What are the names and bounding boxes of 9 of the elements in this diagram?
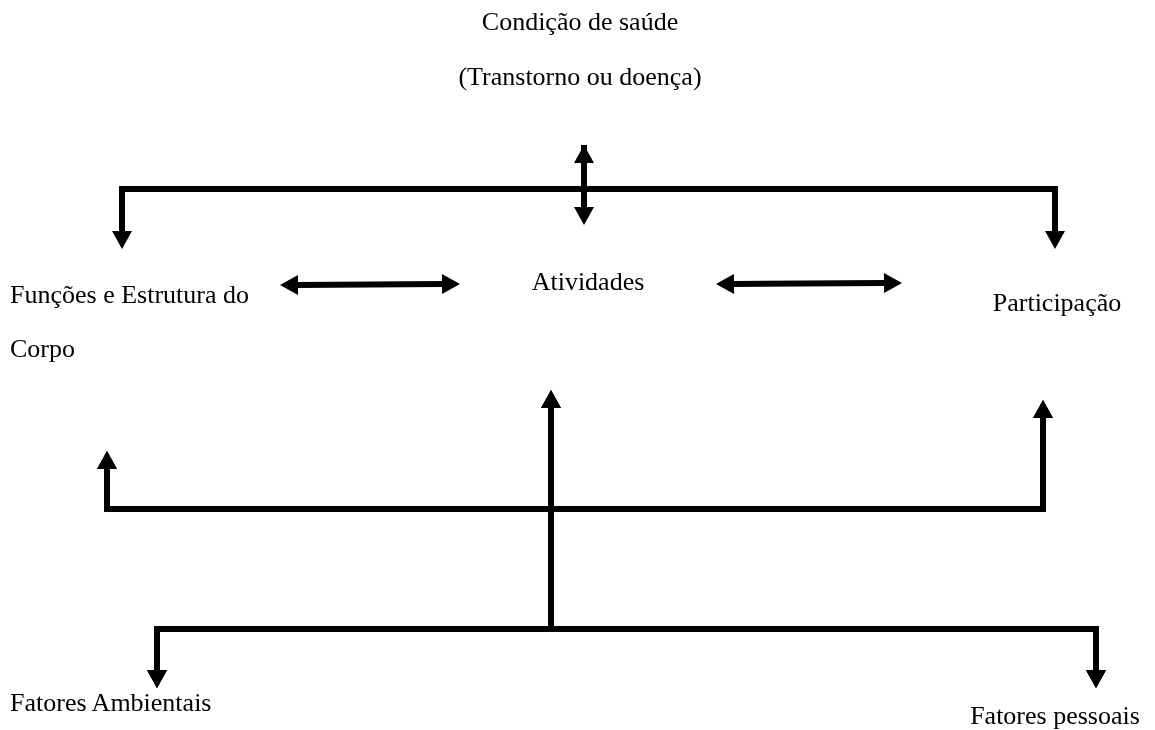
- node-label: Condição de saúde: [480, 7, 680, 37]
- node-label: Fatores pessoais: [969, 702, 1141, 730]
- node-label: Atividades: [530, 267, 646, 297]
- arrow: [716, 273, 902, 294]
- node-label: (Transtorno ou doença): [457, 62, 703, 92]
- node-label: Participação: [991, 287, 1123, 319]
- node-label: Funções e Estrutura do Corpo: [10, 279, 250, 365]
- arrow: [280, 274, 460, 295]
- node-label: Fatores Ambientais: [10, 688, 213, 718]
